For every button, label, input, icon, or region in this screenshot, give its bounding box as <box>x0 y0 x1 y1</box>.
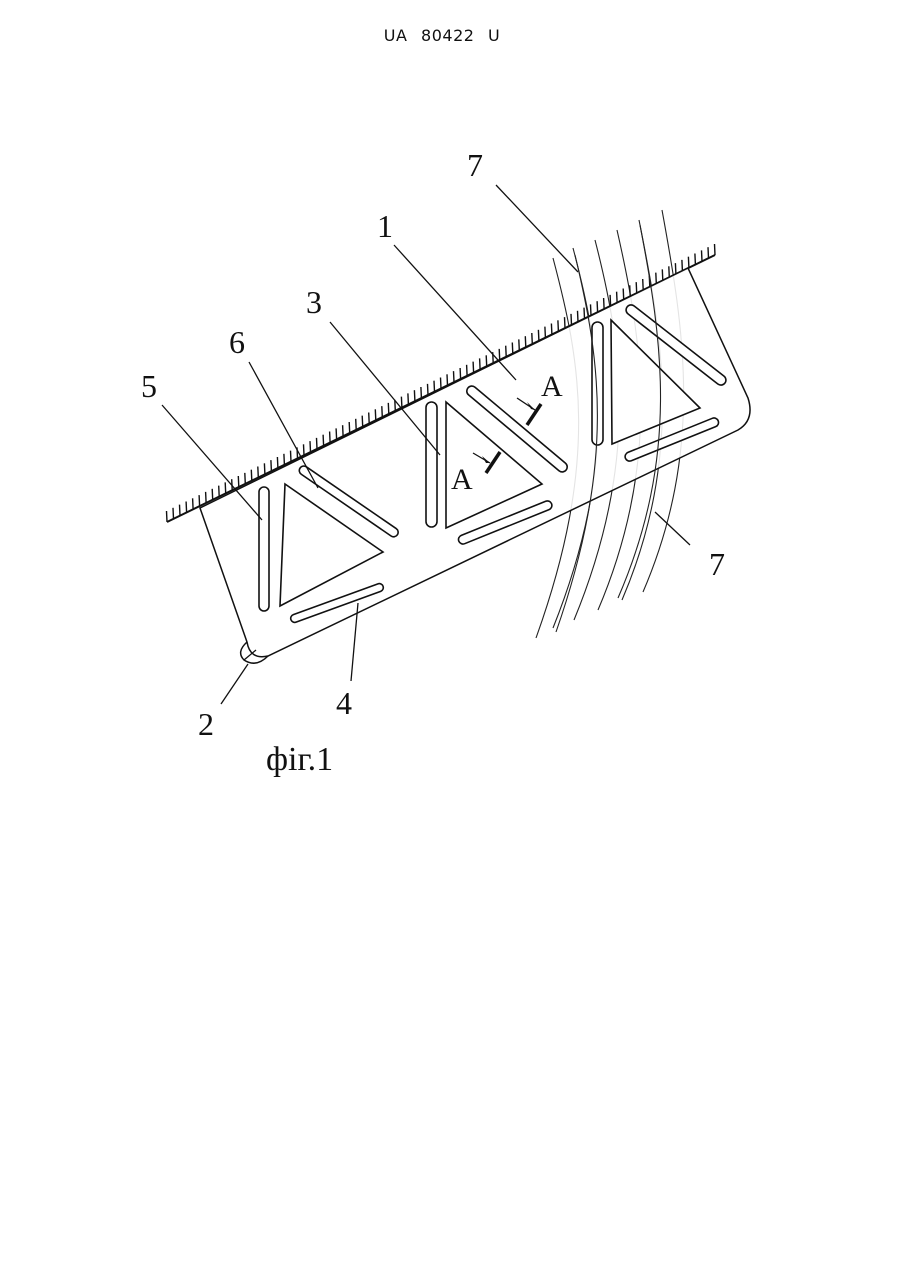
hatch-tick <box>486 355 487 366</box>
hatch-tick <box>277 457 278 468</box>
hatch-tick <box>558 320 559 331</box>
callout-7-bottom: 7 <box>709 546 725 582</box>
hatch-tick <box>551 324 552 335</box>
hatch-tick <box>284 454 285 465</box>
hatch-tick <box>193 498 194 509</box>
hatch-tick <box>630 285 631 296</box>
hatch-tick <box>186 502 187 513</box>
callout-6: 6 <box>229 324 245 360</box>
hatch-tick <box>408 393 409 404</box>
hatch-tick <box>610 295 611 306</box>
hatch-tick <box>382 406 383 417</box>
hatch-tick <box>499 349 500 360</box>
hatch-tick <box>251 470 252 481</box>
hatch-tick <box>245 473 246 484</box>
hatch-tick <box>519 339 520 350</box>
hatch-tick <box>212 489 213 500</box>
hatch-tick <box>636 282 637 293</box>
hatch-tick <box>343 425 344 436</box>
hatch-tick <box>656 273 657 284</box>
hatch-tick <box>206 492 207 503</box>
hatch-tick <box>199 495 200 506</box>
hatch-tick <box>532 333 533 344</box>
hatch-tick <box>271 460 272 471</box>
hatch-tick <box>401 397 402 408</box>
hatch-tick <box>356 419 357 430</box>
section-label-upper: A <box>541 370 563 403</box>
hatch-tick <box>604 298 605 309</box>
hatch-tick <box>173 508 174 519</box>
hatch-tick <box>441 378 442 389</box>
callout-3: 3 <box>306 284 322 320</box>
hatch-tick <box>688 257 689 268</box>
hatch-tick <box>428 384 429 395</box>
hatch-tick <box>695 254 696 265</box>
hatch-tick <box>447 374 448 385</box>
hatch-tick <box>414 390 415 401</box>
hatch-tick <box>578 311 579 322</box>
hatch-tick <box>545 327 546 338</box>
hatch-tick <box>434 381 435 392</box>
hatch-tick <box>323 435 324 446</box>
hatch-tick <box>708 247 709 258</box>
hatch-tick <box>506 346 507 357</box>
callout-4: 4 <box>336 685 352 721</box>
hatch-tick <box>662 269 663 280</box>
hatch-tick <box>310 441 311 452</box>
hatch-tick <box>369 413 370 424</box>
callout-2: 2 <box>198 706 214 742</box>
hatch-tick <box>617 292 618 303</box>
hatch-tick <box>454 371 455 382</box>
hatch-tick <box>682 260 683 271</box>
hatch-tick <box>584 308 585 319</box>
hatch-tick <box>675 263 676 274</box>
hatch-tick <box>362 416 363 427</box>
vertical-slot <box>259 487 269 611</box>
hatch-tick <box>167 511 168 522</box>
hatch-tick <box>460 368 461 379</box>
hatch-tick <box>702 250 703 261</box>
hatch-tick <box>538 330 539 341</box>
hatch-tick <box>349 422 350 433</box>
vertical-slot <box>426 402 437 527</box>
hatch-tick <box>571 314 572 325</box>
callout-1: 1 <box>377 208 393 244</box>
hatch-tick <box>388 403 389 414</box>
hatch-tick <box>225 482 226 493</box>
section-label-lower: A <box>451 463 473 496</box>
hatch-tick <box>473 362 474 373</box>
hatch-tick <box>291 451 292 462</box>
callout-5: 5 <box>141 368 157 404</box>
hatch-tick <box>304 444 305 455</box>
figure-caption: фіг.1 <box>266 741 333 778</box>
hatch-tick <box>219 486 220 497</box>
hatch-tick <box>317 438 318 449</box>
hatch-tick <box>375 409 376 420</box>
hatch-tick <box>238 476 239 487</box>
hatch-tick <box>623 289 624 300</box>
hatch-tick <box>330 432 331 443</box>
hatch-tick <box>591 304 592 315</box>
hatch-tick <box>565 317 566 328</box>
hatch-tick <box>180 505 181 516</box>
callout-7-top: 7 <box>467 147 483 183</box>
hatch-tick <box>512 343 513 354</box>
hatch-tick <box>597 301 598 312</box>
hatch-tick <box>258 467 259 478</box>
hatch-tick <box>336 428 337 439</box>
hatch-tick <box>480 358 481 369</box>
hatch-tick <box>715 244 716 255</box>
hatch-tick <box>467 365 468 376</box>
hatch-tick <box>421 387 422 398</box>
hatch-tick <box>643 279 644 290</box>
hatch-tick <box>525 336 526 347</box>
hatch-tick <box>669 266 670 277</box>
hatch-tick <box>264 463 265 474</box>
